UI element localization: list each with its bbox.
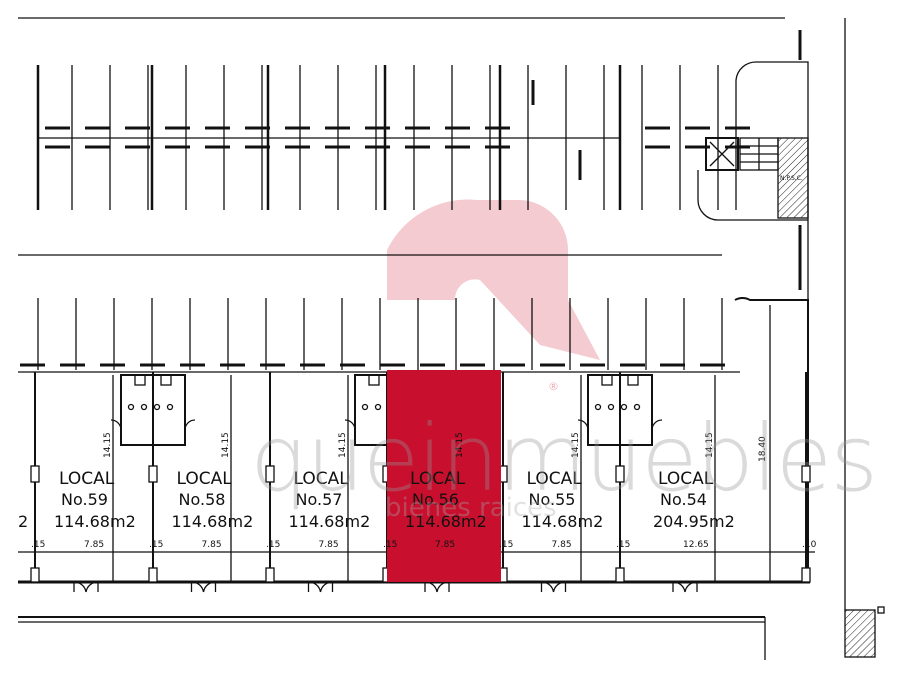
column xyxy=(148,567,158,583)
fixture-icon xyxy=(166,403,174,411)
side-dimension: 18.40 xyxy=(758,436,768,462)
hatched-shaft xyxy=(777,137,809,219)
unit-number: No.58 xyxy=(179,490,226,509)
unit-width: 12.65 xyxy=(683,540,709,550)
vent-icon xyxy=(627,374,639,386)
entry-door-icon xyxy=(424,581,450,593)
wall-dimension: .10 xyxy=(802,540,817,550)
unit-area: 114.68m2 xyxy=(172,512,254,531)
depth-dimension: 14.15 xyxy=(338,432,348,458)
column xyxy=(801,465,811,483)
hatched-column xyxy=(844,609,876,658)
watermark-logo xyxy=(387,199,600,360)
depth-dimension: 14.15 xyxy=(455,432,465,458)
column xyxy=(148,465,158,483)
watermark-brand: queinmuebles xyxy=(250,405,878,512)
unit-label: LOCAL xyxy=(177,469,233,489)
fixture-icon xyxy=(607,403,615,411)
unit-label: LOCAL xyxy=(658,469,714,489)
fixture-icon xyxy=(374,403,382,411)
vent-icon xyxy=(134,374,146,386)
fixture-icon xyxy=(140,403,148,411)
unit-number: No.56 xyxy=(412,490,459,509)
unit-width: 7.85 xyxy=(552,540,572,550)
unit-area: 114.68m2 xyxy=(405,512,487,531)
watermark-registered: ® xyxy=(548,380,559,393)
unit-width: 7.85 xyxy=(435,540,455,550)
column xyxy=(615,567,625,583)
column xyxy=(615,465,625,483)
unit-area: 114.68m2 xyxy=(289,512,371,531)
wall-dimension: .15 xyxy=(383,540,397,550)
highlighted-unit-fill xyxy=(387,370,501,582)
fixture-icon xyxy=(633,403,641,411)
entry-door-icon xyxy=(672,581,698,593)
wall-dimension: .15 xyxy=(616,540,630,550)
fixture-icon xyxy=(361,403,369,411)
column xyxy=(801,567,811,583)
entry-door-icon xyxy=(190,581,217,593)
unit-label: LOCAL xyxy=(527,469,583,489)
fixture-icon xyxy=(153,403,161,411)
column xyxy=(265,567,275,583)
unit-area: 114.68m2 xyxy=(54,512,136,531)
unit-number: No.59 xyxy=(61,490,108,509)
unit-area: 204.95m2 xyxy=(653,512,735,531)
restroom-door-icon xyxy=(110,419,196,431)
vent-icon xyxy=(160,374,172,386)
unit-label: LOCAL xyxy=(294,469,350,489)
elevator-icon xyxy=(705,137,739,171)
unit-area: 114.68m2 xyxy=(522,512,604,531)
restroom-door-icon xyxy=(577,419,663,431)
column xyxy=(30,465,40,483)
unit-label: LOCAL xyxy=(59,469,115,489)
depth-dimension: 14.15 xyxy=(103,432,113,458)
entry-door-icon xyxy=(540,581,567,593)
depth-dimension: 14.15 xyxy=(221,432,231,458)
column xyxy=(30,567,40,583)
depth-dimension: 14.15 xyxy=(705,432,715,458)
entry-door-icon xyxy=(307,581,334,593)
vent-icon xyxy=(368,374,380,386)
unit-width: 7.85 xyxy=(202,540,222,550)
watermark-tagline: bienes raices xyxy=(385,493,557,523)
fixture-icon xyxy=(127,403,135,411)
stair-tag: N.P.S.C. xyxy=(780,175,803,182)
partial-unit-area: 2 xyxy=(18,512,28,531)
entry-door-icon xyxy=(73,581,99,593)
wall-dimension: .15 xyxy=(149,540,163,550)
unit-label: LOCAL xyxy=(410,469,466,489)
unit-number: No.55 xyxy=(529,490,576,509)
unit-width: 7.85 xyxy=(319,540,339,550)
wall-dimension: .15 xyxy=(266,540,280,550)
vent-icon xyxy=(601,374,613,386)
column xyxy=(265,465,275,483)
unit-number: No.57 xyxy=(296,490,343,509)
fixture-icon xyxy=(620,403,628,411)
wall-dimension: .15 xyxy=(31,540,45,550)
wall-dimension: .15 xyxy=(499,540,513,550)
depth-dimension: 14.15 xyxy=(571,432,581,458)
fixture-icon xyxy=(594,403,602,411)
unit-number: No.54 xyxy=(660,490,707,509)
unit-width: 7.85 xyxy=(84,540,104,550)
